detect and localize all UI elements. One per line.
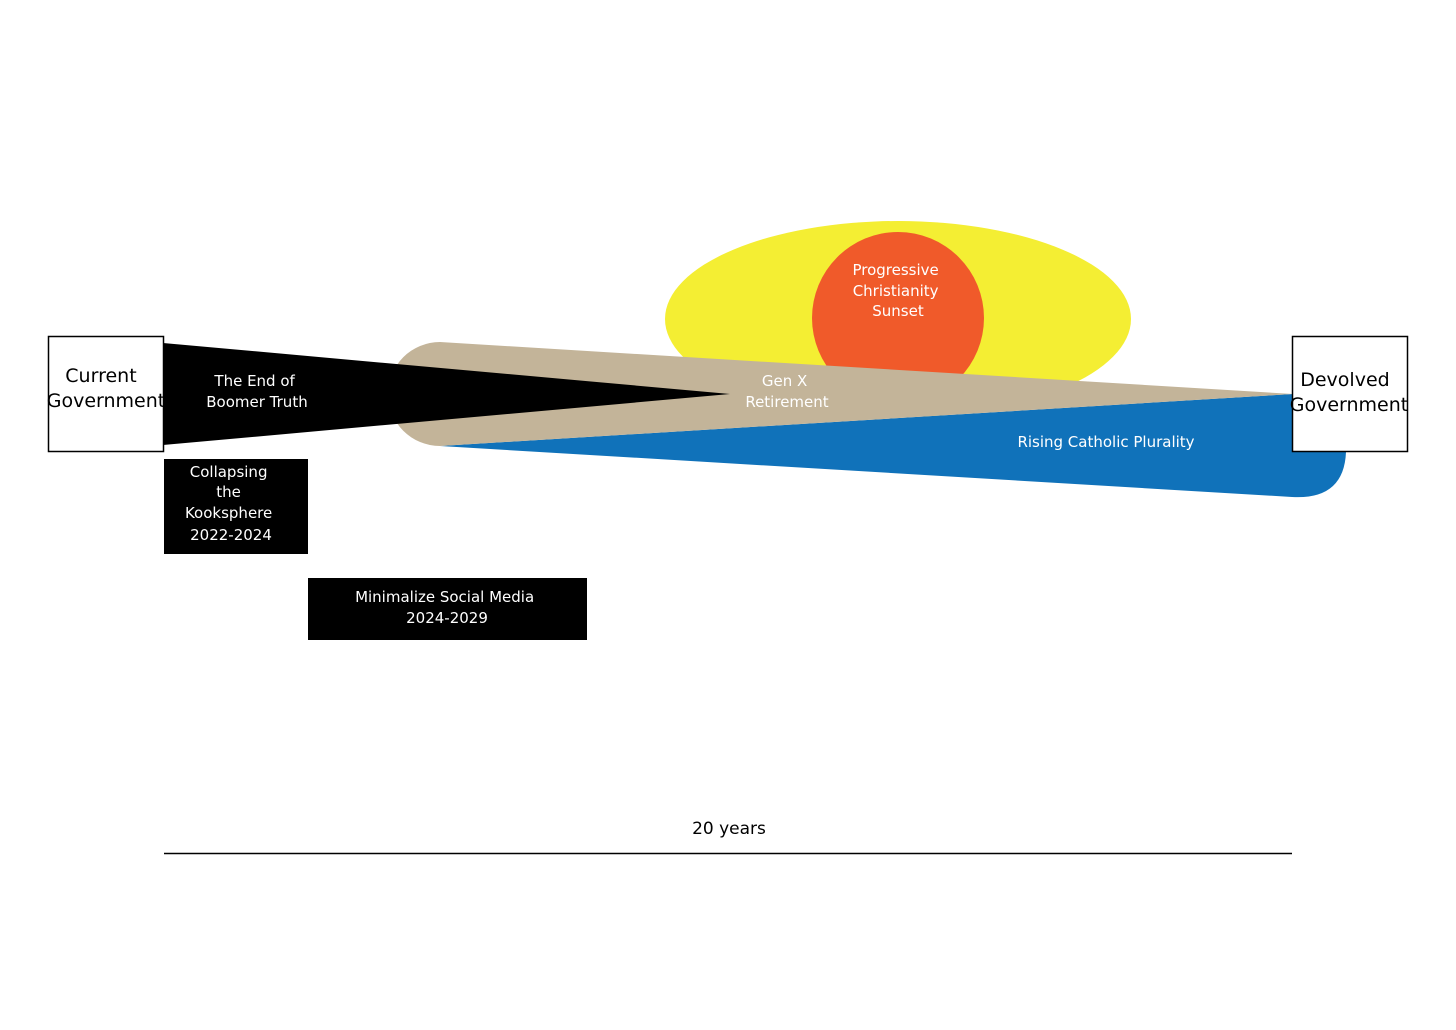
- devolved-government-label-line2: Government: [1290, 394, 1409, 416]
- kooksphere-label-line3: Kooksphere: [185, 504, 272, 522]
- kooksphere-label-line4: 2022-2024: [190, 526, 272, 544]
- svg-text:Gen X Retirement: Gen X Retirement: [745, 372, 828, 411]
- svg-text:Current Government: Current Government: [47, 365, 166, 412]
- social-media-label-line1: Minimalize Social Media: [355, 588, 534, 606]
- catholic-plurality-wedge: [440, 394, 1346, 498]
- current-government-label-line2: Government: [47, 390, 166, 412]
- boomer-truth-label-line2: Boomer Truth: [206, 393, 307, 411]
- genx-label-line1: Gen X: [762, 372, 807, 390]
- svg-text:Collapsing the Kooksph: Collapsing the Kooksphere 2022-2024: [185, 463, 277, 544]
- catholic-plurality-label: Rising Catholic Plurality: [1017, 433, 1194, 451]
- svg-text:Progressive Christianity: Progressive Christianity Sunset: [852, 261, 943, 320]
- kooksphere-label-line2: the: [216, 483, 241, 501]
- boomer-truth-label-line1: The End of: [213, 372, 295, 390]
- devolved-government-label-line1: Devolved: [1300, 369, 1389, 391]
- current-government-label-line1: Current: [65, 365, 136, 387]
- devolved-government-box: [1291, 335, 1409, 453]
- progressive-label-line2: Christianity: [853, 282, 939, 300]
- genx-retirement-wedge: [388, 342, 1293, 446]
- svg-text:Devolved Government: Devolved Government: [1290, 369, 1409, 416]
- social-media-label-line2: 2024-2029: [406, 609, 488, 627]
- kooksphere-label-line1: Collapsing: [190, 463, 268, 481]
- boomer-truth-wedge: [163, 343, 730, 445]
- progressive-christianity-circle: [812, 232, 984, 404]
- social-media-box: [308, 578, 587, 640]
- svg-text:Minimalize Social Media 20: Minimalize Social Media 2024-2029: [355, 588, 539, 627]
- progressive-label-line1: Progressive: [852, 261, 938, 279]
- progressive-label-line3: Sunset: [872, 302, 924, 320]
- genx-label-line2: Retirement: [745, 393, 828, 411]
- timeline-label: 20 years: [692, 819, 766, 839]
- current-government-box: [47, 335, 165, 453]
- svg-text:The End of Boomer Truth: The End of Boomer Truth: [206, 372, 307, 411]
- kooksphere-box: [164, 459, 308, 554]
